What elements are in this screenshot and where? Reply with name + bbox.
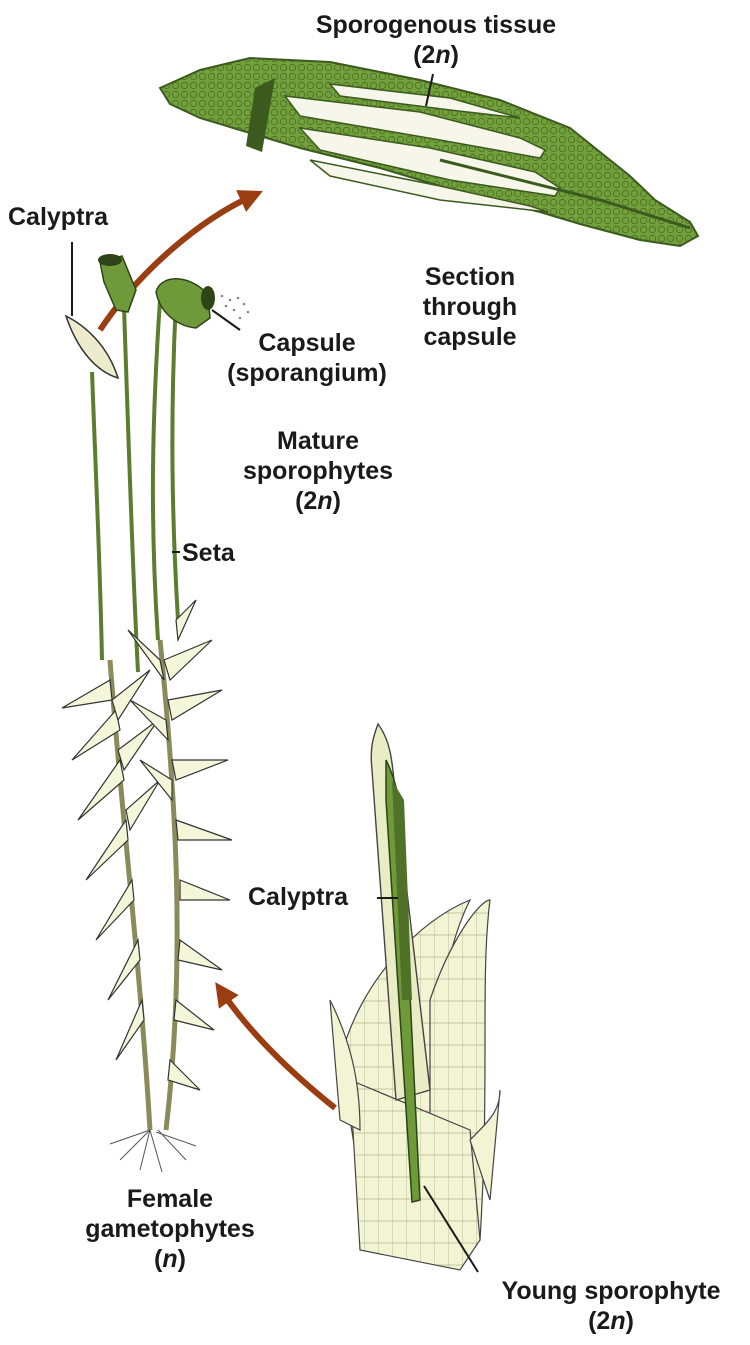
label-mature-line2: sporophytes [228, 456, 408, 486]
label-seta: Seta [182, 538, 262, 568]
label-young-ploidy: (2n) [476, 1306, 746, 1336]
label-mature-line1: Mature [228, 426, 408, 456]
label-capsule-sporangium: Capsule (sporangium) [222, 328, 392, 388]
label-sporogenous-tissue-ploidy: (2n) [286, 40, 586, 70]
label-sporogenous-tissue: Sporogenous tissue (2n) [286, 10, 586, 70]
label-young-line1: Young sporophyte [476, 1276, 746, 1306]
ploidy-pre: (2 [295, 487, 317, 515]
ploidy-italic: n [317, 487, 332, 515]
label-calyptra-top-text: Calyptra [8, 203, 108, 231]
label-section-through-capsule: Section through capsule [400, 262, 540, 352]
ploidy-post: ) [333, 487, 341, 515]
ploidy-post: ) [451, 41, 459, 69]
label-capsule-line2: (sporangium) [222, 358, 392, 388]
ploidy-pre: (2 [413, 41, 435, 69]
ploidy-italic: n [162, 1245, 177, 1273]
arrow-to-gametophytes [222, 992, 335, 1108]
ploidy-post: ) [626, 1307, 634, 1335]
ploidy-italic: n [610, 1307, 625, 1335]
label-female-line2: gametophytes [80, 1214, 260, 1244]
label-capsule-line1: Capsule [222, 328, 392, 358]
ploidy-pre: (2 [588, 1307, 610, 1335]
label-section-line2: through [400, 292, 540, 322]
label-young-sporophyte: Young sporophyte (2n) [476, 1276, 746, 1336]
label-section-line3: capsule [400, 322, 540, 352]
young-sporophyte-illustration [330, 724, 500, 1272]
label-mature-ploidy: (2n) [228, 486, 408, 516]
ploidy-post: ) [178, 1245, 186, 1273]
label-mature-sporophytes: Mature sporophytes (2n) [228, 426, 408, 516]
label-calyptra-bottom-text: Calyptra [248, 883, 348, 911]
label-sporogenous-tissue-line1: Sporogenous tissue [286, 10, 586, 40]
label-seta-text: Seta [182, 539, 235, 567]
capsule-cross-section [160, 58, 698, 246]
label-calyptra-bottom: Calyptra [248, 882, 378, 912]
ploidy-italic: n [435, 41, 450, 69]
label-female-gametophytes: Female gametophytes (n) [80, 1184, 260, 1274]
label-female-ploidy: (n) [80, 1244, 260, 1274]
label-calyptra-top: Calyptra [8, 202, 138, 232]
label-female-line1: Female [80, 1184, 260, 1214]
label-section-line1: Section [400, 262, 540, 292]
